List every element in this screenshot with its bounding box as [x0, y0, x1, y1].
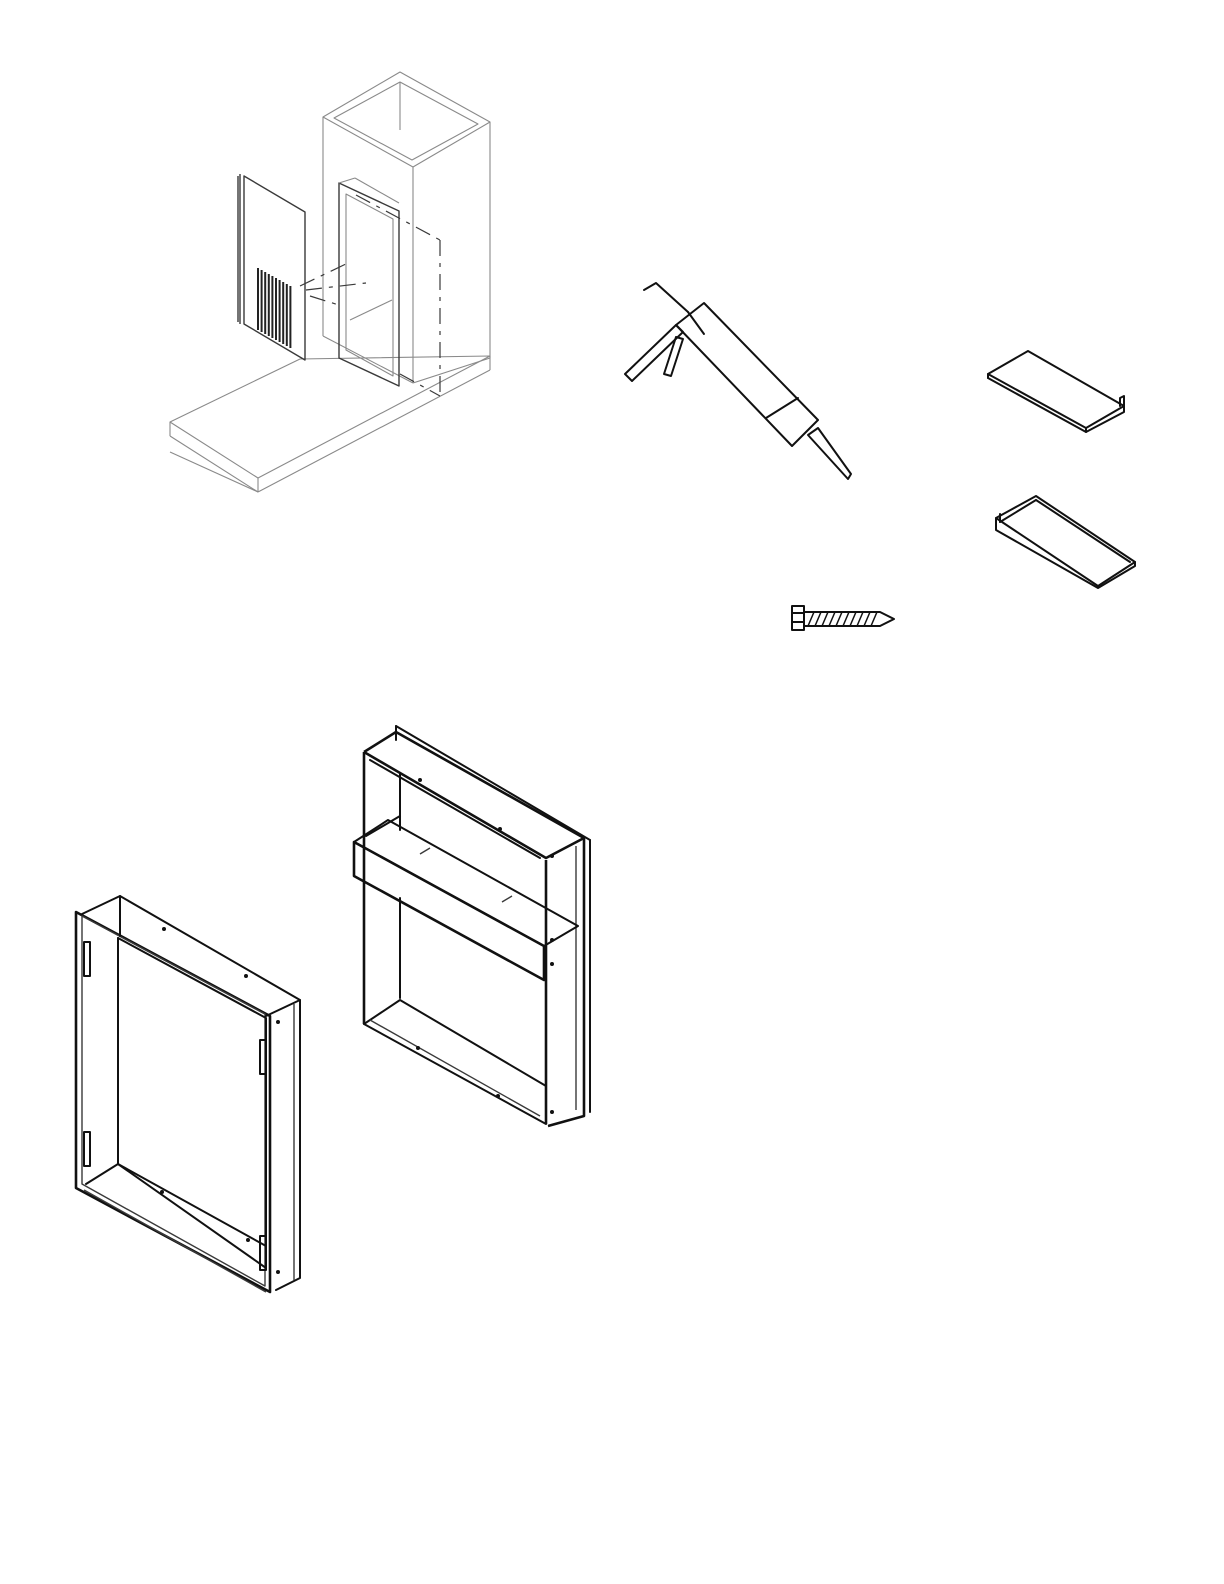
screw-thread [857, 612, 863, 626]
screw-thread [822, 612, 828, 626]
screw-thread [808, 612, 814, 626]
screw-icon [792, 606, 894, 630]
floor-slab [170, 356, 490, 492]
screw-thread [871, 612, 877, 626]
grille-louvers [258, 268, 290, 348]
drip-rail-bracket-icon [988, 351, 1124, 432]
caulking-gun-icon [625, 283, 851, 479]
wall-column [323, 72, 490, 386]
screw-thread [815, 612, 821, 626]
screw-thread [829, 612, 835, 626]
screw-thread [836, 612, 842, 626]
screw-threads [808, 612, 877, 626]
wall-sleeve-front-frame [76, 896, 300, 1292]
sloped-bracket-icon [996, 496, 1135, 588]
wall-installation-figure [170, 72, 490, 492]
screw-thread [850, 612, 856, 626]
screw-thread [864, 612, 870, 626]
screw-thread [843, 612, 849, 626]
front-grille-panel [238, 174, 305, 360]
placement-guide-lines [300, 195, 440, 398]
wall-sleeve-rear-with-shelf [354, 726, 590, 1126]
